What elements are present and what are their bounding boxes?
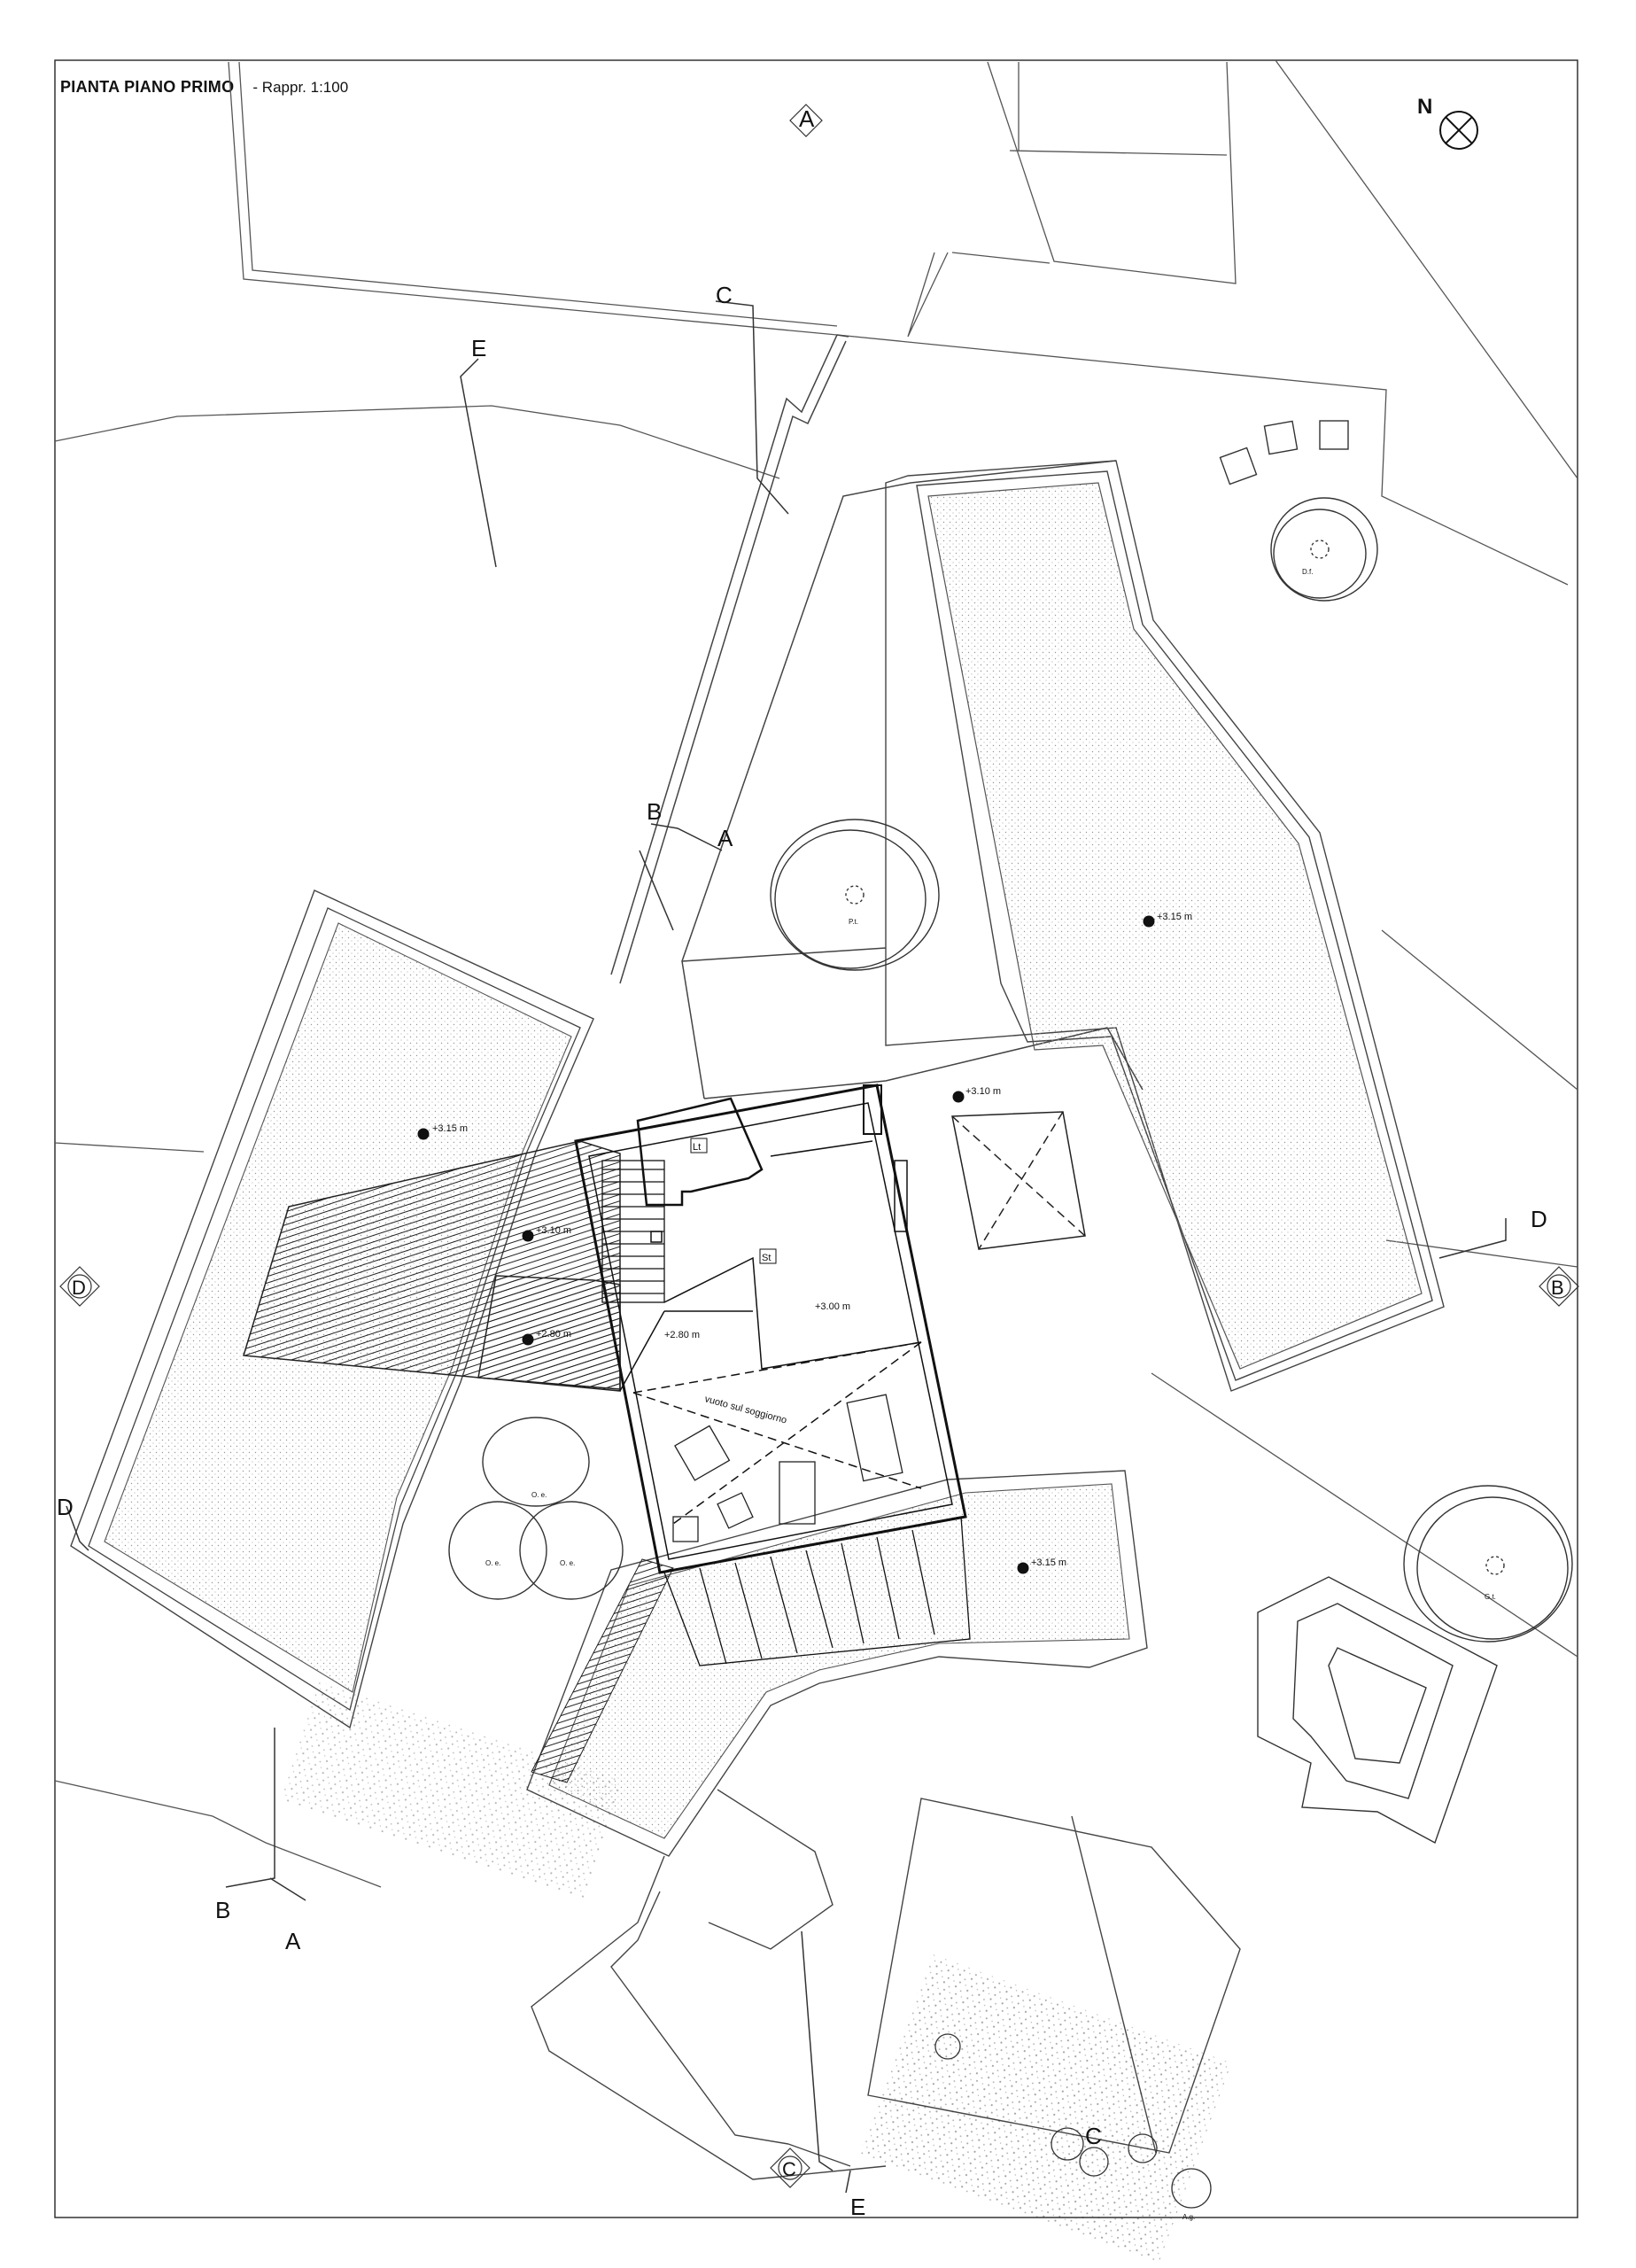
marker-E-bottom: E — [850, 2194, 865, 2220]
elev-roof-right: +3.15 m — [1157, 912, 1192, 922]
section-marker-B-right: B — [1539, 1266, 1579, 1307]
svg-text:St: St — [762, 1253, 771, 1263]
title-scale: - Rappr. 1:100 — [252, 79, 349, 96]
tree-label-pt: P.t. — [849, 918, 858, 926]
drawing-title: PIANTA PIANO PRIMO - Rappr. 1:100 — [60, 78, 348, 97]
marker-D-left: D — [72, 1277, 86, 1299]
section-marker-D-left: D — [59, 1266, 100, 1307]
tree-label-df: D.f. — [1302, 568, 1313, 576]
hedge-planter — [1257, 1576, 1498, 1845]
furniture — [672, 1394, 903, 1542]
roof-right — [885, 460, 1445, 1392]
site-lines — [54, 59, 1578, 1888]
void-over-living — [632, 1341, 922, 1525]
tree-label-oe2: O. e. — [485, 1559, 500, 1567]
elev-room-right: +3.00 m — [815, 1301, 850, 1312]
marker-C-bottom: C — [782, 2158, 796, 2180]
courtyard-outline — [610, 334, 1144, 1099]
section-lines — [66, 300, 1507, 2194]
marker-B-bottom: B — [215, 1897, 230, 1923]
section-marker-C-bottom: C — [770, 2148, 810, 2188]
marker-D-right: D — [1531, 1206, 1547, 1232]
room-label-studio: St — [759, 1248, 777, 1264]
marker-E-top: E — [471, 335, 486, 361]
garden-chairs — [1219, 420, 1349, 485]
marker-A-bottom: A — [285, 1928, 301, 1954]
title-main: PIANTA PIANO PRIMO — [60, 78, 235, 96]
tree-canopies — [448, 497, 1573, 1643]
elev-terrace: +3.10 m — [965, 1086, 1001, 1097]
marker-B-right: B — [1551, 1277, 1564, 1299]
balcony — [663, 1516, 971, 1666]
tree-label-gt: G.t. — [1485, 1593, 1496, 1601]
elev-pergola-2: +2.80 m — [536, 1329, 571, 1340]
tree-label-oe1: O. e. — [531, 1491, 547, 1499]
tree-label-ag: A.g. — [1182, 2213, 1195, 2221]
elev-room-left: +2.80 m — [664, 1330, 700, 1340]
building — [574, 1084, 967, 1574]
svg-text:Lt: Lt — [693, 1142, 701, 1153]
north-arrow-icon — [1439, 111, 1478, 150]
room-label-letto: Lt — [690, 1138, 708, 1153]
elevation-symbols — [417, 915, 1155, 1574]
garden-walls — [531, 1789, 1241, 2180]
terrace-skylight — [951, 1111, 1086, 1250]
marker-A-mid: A — [717, 825, 733, 851]
north-label: N — [1417, 95, 1432, 119]
void-label: vuoto sul soggiorno — [703, 1394, 787, 1425]
interior-walls — [619, 1140, 922, 1392]
roof-bottom — [526, 1470, 1148, 1857]
marker-D-lower: D — [57, 1494, 74, 1520]
marker-C-top: C — [716, 282, 733, 308]
marker-A-top: A — [799, 105, 815, 132]
sheet-frame — [54, 59, 1578, 2218]
elev-roof-left: +3.15 m — [432, 1123, 468, 1134]
section-marker-A-top: A — [789, 104, 823, 137]
elev-pergola-1: +3.10 m — [536, 1225, 571, 1236]
marker-C-bottom2: C — [1085, 2123, 1102, 2149]
shrubs — [934, 2033, 1212, 2209]
hatched-pergola-inner — [477, 1275, 621, 1390]
elev-roof-bottom: +3.15 m — [1031, 1557, 1066, 1568]
marker-B-mid: B — [647, 798, 662, 825]
tree-label-oe3: O. e. — [560, 1559, 575, 1567]
staircase — [601, 1160, 665, 1303]
